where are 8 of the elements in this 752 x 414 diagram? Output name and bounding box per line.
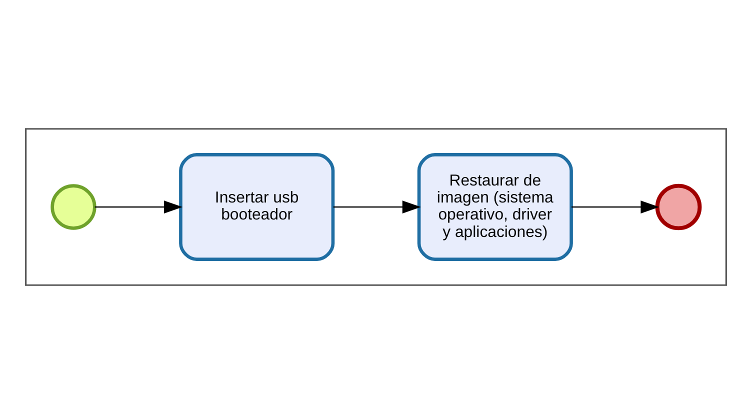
arrow — [333, 200, 421, 214]
arrow — [572, 200, 660, 214]
node-box: Restaurar de imagen (sistema operativo, driver y aplicaciones) — [417, 153, 573, 261]
cluster — [25, 128, 727, 286]
node-circle — [655, 184, 702, 230]
node-circle — [50, 184, 96, 230]
arrow — [94, 200, 183, 214]
node-box: Insertar usb booteador — [179, 153, 335, 261]
